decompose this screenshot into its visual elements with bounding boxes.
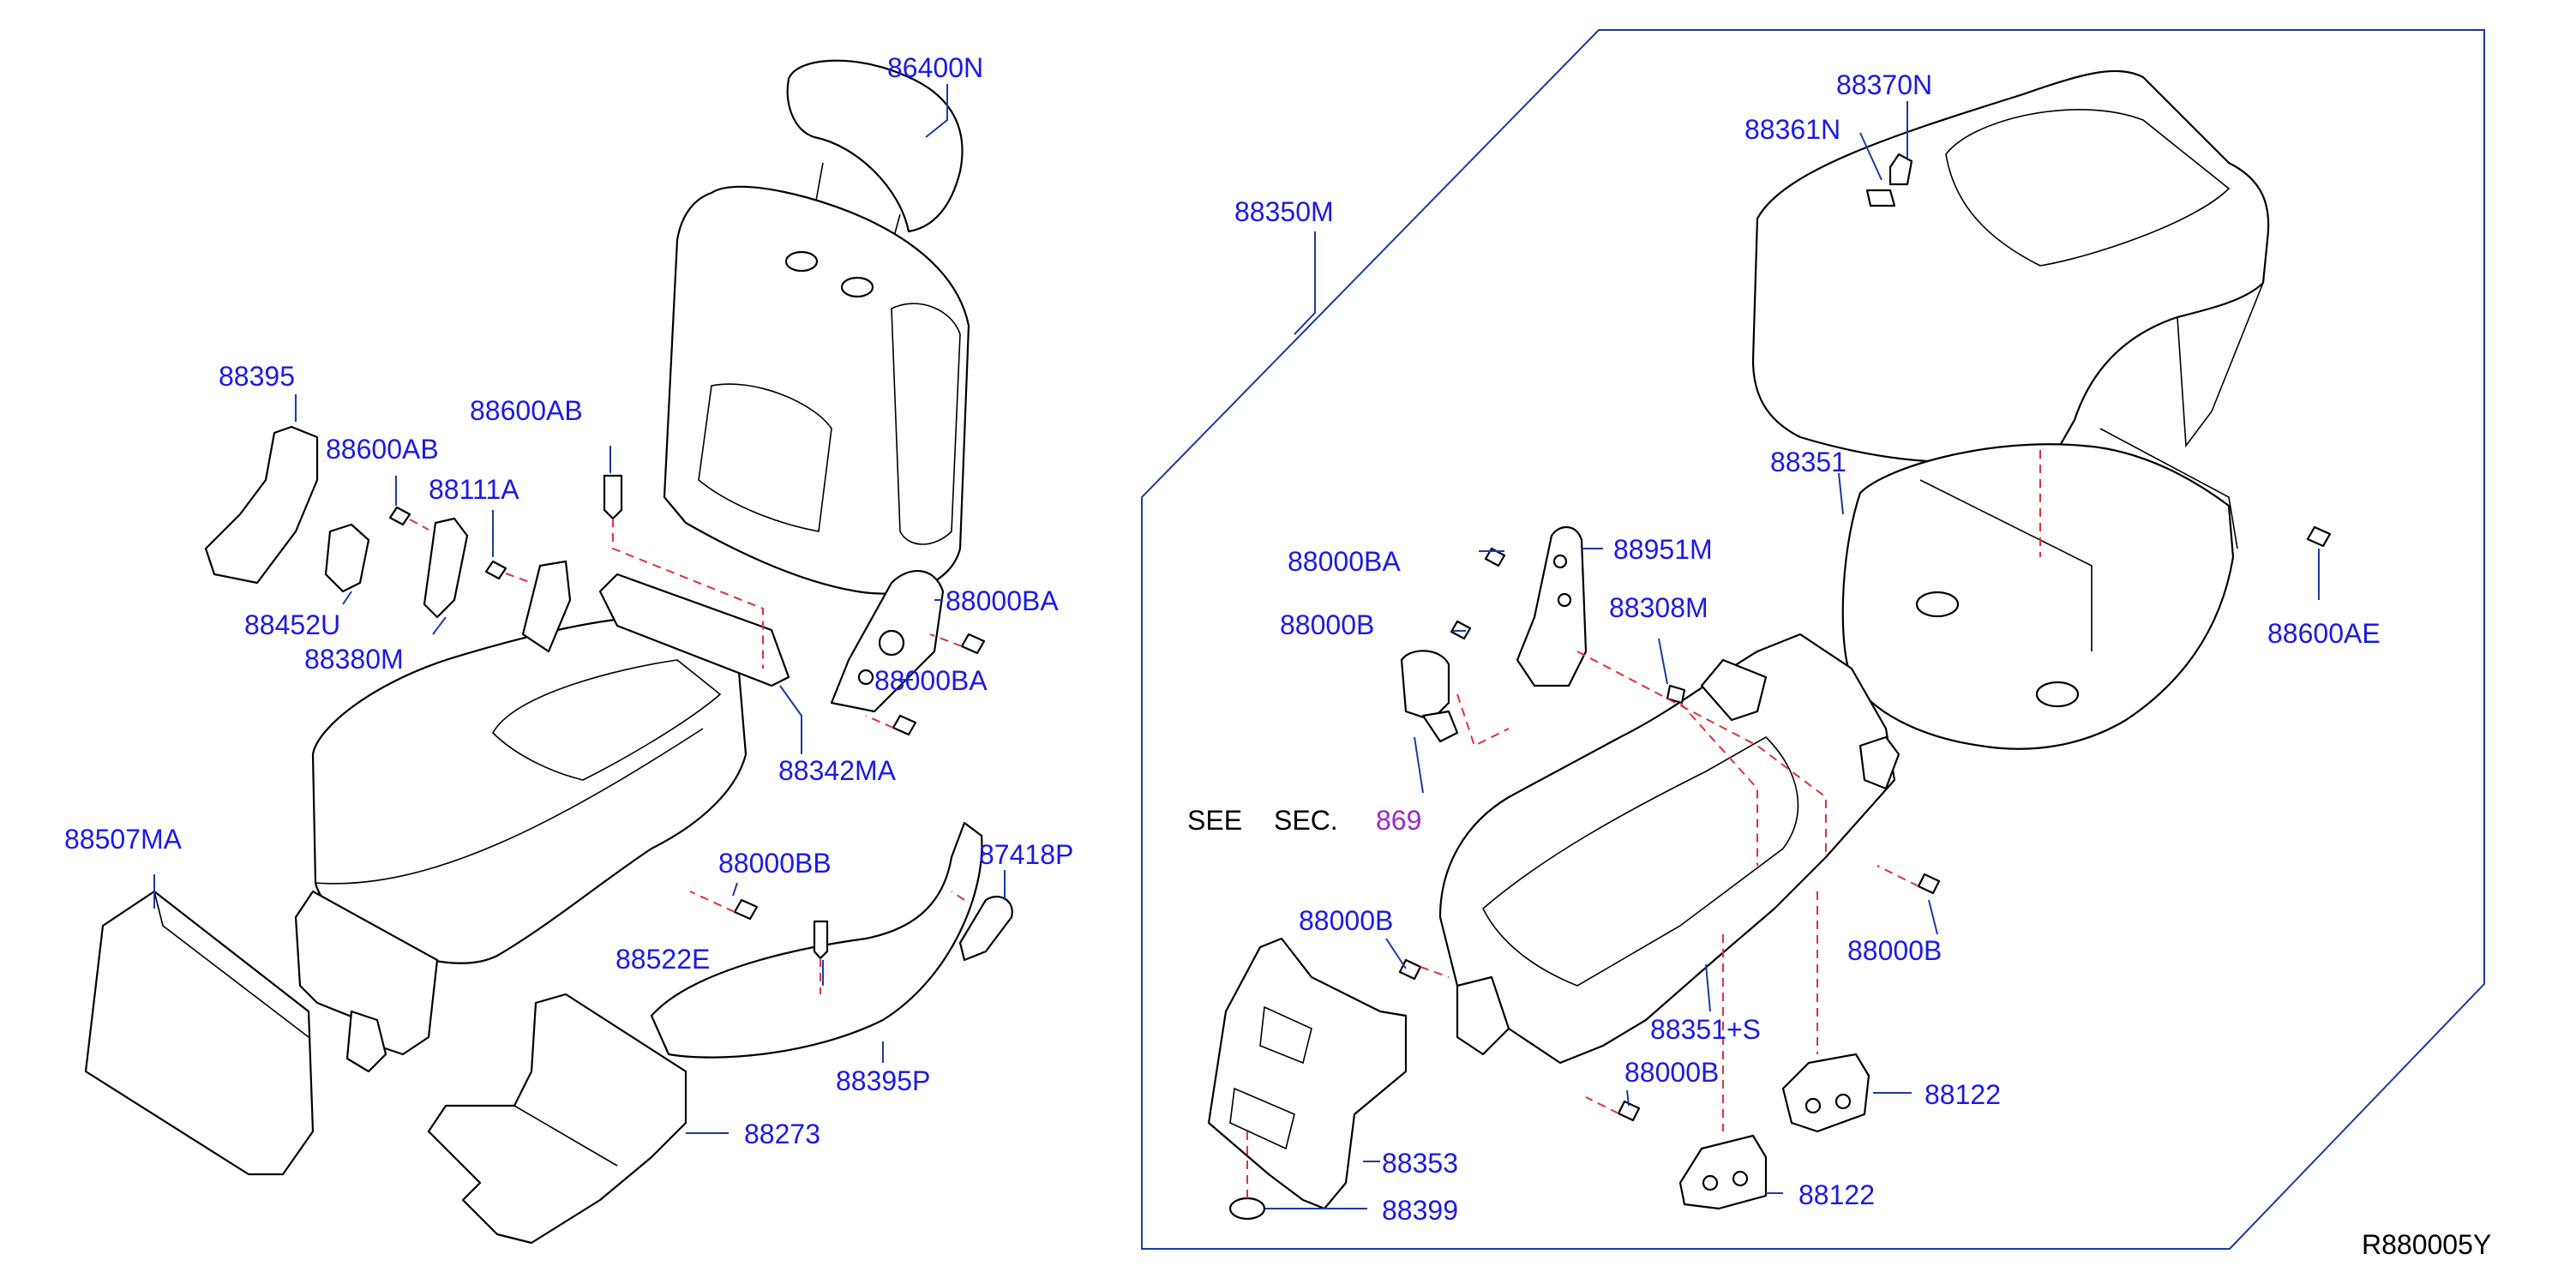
callout-88522E: 88522E bbox=[615, 944, 710, 975]
diagram-reference-id: R880005Y bbox=[2362, 1229, 2491, 1260]
seatbelt-buckle bbox=[1400, 650, 1459, 743]
callout-88361N: 88361N bbox=[1744, 114, 1840, 145]
callout-88000BA-lower: 88000BA bbox=[874, 665, 988, 696]
left-fasteners bbox=[388, 474, 986, 960]
callout-88350M: 88350M bbox=[1234, 196, 1334, 227]
callout-88600AE: 88600AE bbox=[2267, 618, 2381, 649]
callout-88380M: 88380M bbox=[304, 644, 404, 675]
side-trim-88395P bbox=[650, 821, 983, 1059]
callout-88000BA-upper: 88000BA bbox=[946, 585, 1059, 616]
right-assembly-dashes bbox=[1246, 450, 2041, 1198]
callout-88507MA: 88507MA bbox=[64, 824, 183, 855]
callout-88308M: 88308M bbox=[1609, 592, 1708, 623]
callout-88000BA-right: 88000BA bbox=[1288, 546, 1401, 577]
left-assembly-dashes bbox=[409, 519, 965, 994]
front-panel-88507MA bbox=[84, 890, 315, 1176]
seat-back bbox=[663, 185, 970, 595]
callout-88000BB: 88000BB bbox=[718, 848, 832, 879]
cushion-frame-88351 bbox=[1841, 428, 2238, 750]
sec-label: SEC. bbox=[1274, 805, 1338, 836]
callout-88342MA: 88342MA bbox=[778, 755, 897, 786]
callout-86400N: 86400N bbox=[887, 52, 983, 83]
callout-88122-upper: 88122 bbox=[1924, 1079, 2001, 1110]
seat-hinge-cover bbox=[204, 425, 572, 653]
latch-88122-lower bbox=[1678, 1134, 1768, 1210]
callout-88351S: 88351+S bbox=[1650, 1014, 1761, 1045]
see-section-reference: SEE SEC. 869 bbox=[1187, 805, 1421, 836]
floor-cover-88273 bbox=[427, 993, 688, 1245]
callout-88600AB-center: 88600AB bbox=[470, 395, 583, 426]
callout-88395P: 88395P bbox=[836, 1065, 930, 1096]
callout-88452U: 88452U bbox=[244, 609, 340, 640]
callout-88399: 88399 bbox=[1382, 1195, 1458, 1226]
cushion-bracket-88342MA bbox=[598, 573, 790, 687]
leader-lines bbox=[153, 84, 2320, 1209]
seat-base-left bbox=[294, 890, 439, 1073]
assembly-frame bbox=[1141, 29, 2485, 1250]
see-label: SEE bbox=[1187, 805, 1242, 836]
bracket-88951M bbox=[1516, 526, 1588, 687]
callout-88353: 88353 bbox=[1382, 1148, 1458, 1179]
seat-frame-88351S bbox=[1438, 633, 1900, 1065]
callout-88951M: 88951M bbox=[1613, 534, 1713, 565]
cushion-clip-88370N bbox=[1865, 153, 1913, 207]
callout-88273: 88273 bbox=[744, 1119, 820, 1149]
grommet-88399 bbox=[1228, 1197, 1266, 1221]
cover-87418P bbox=[958, 895, 1013, 962]
callout-87418P: 87418P bbox=[979, 839, 1073, 870]
bracket-88353 bbox=[1207, 937, 1408, 1210]
recliner-mechanism bbox=[830, 570, 945, 713]
callout-88000B-bottom: 88000B bbox=[1624, 1057, 1719, 1088]
callout-88000B-right: 88000B bbox=[1847, 935, 1942, 966]
callout-88000B-upper: 88000B bbox=[1280, 609, 1374, 640]
callout-88122-lower: 88122 bbox=[1798, 1179, 1875, 1210]
callout-88370N: 88370N bbox=[1836, 69, 1932, 100]
callout-88111A: 88111A bbox=[429, 474, 519, 505]
callout-88600AB-left: 88600AB bbox=[326, 434, 439, 465]
callout-88351: 88351 bbox=[1770, 447, 1846, 477]
section-link-869[interactable]: 869 bbox=[1376, 805, 1421, 836]
latch-88122-upper bbox=[1781, 1053, 1870, 1133]
callout-88395: 88395 bbox=[219, 361, 295, 392]
callout-88000B-left: 88000B bbox=[1299, 905, 1393, 936]
callout-labels: 86400N 88395 88600AB 88111A 88600AB 8845… bbox=[64, 52, 2381, 1226]
seat-cushion-right bbox=[1751, 69, 2270, 464]
